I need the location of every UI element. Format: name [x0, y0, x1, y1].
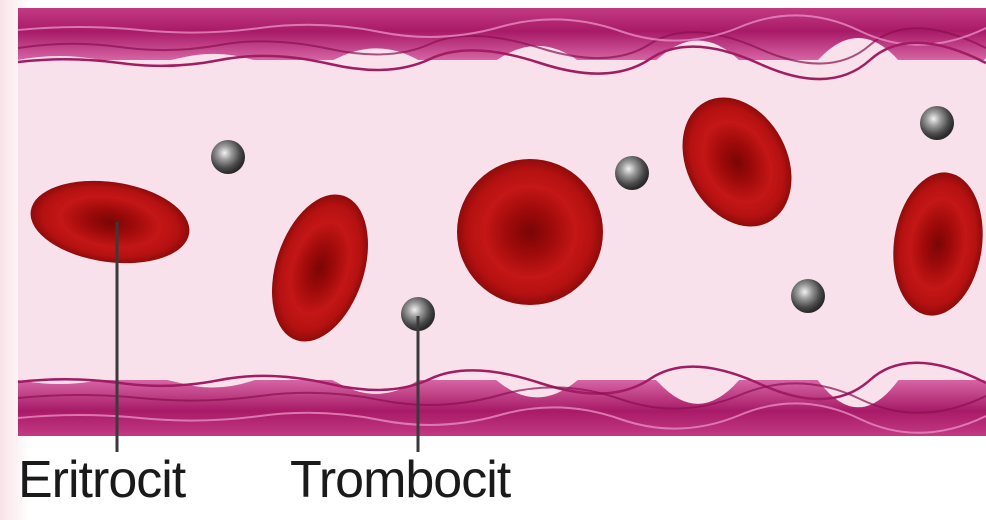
thrombocyte-label: Trombocit	[290, 450, 510, 510]
platelet	[920, 106, 954, 140]
platelet	[615, 156, 649, 190]
erythrocyte-label: Eritrocit	[18, 450, 185, 510]
platelet	[211, 140, 245, 174]
platelet	[791, 279, 825, 313]
red-blood-cell	[457, 159, 603, 305]
